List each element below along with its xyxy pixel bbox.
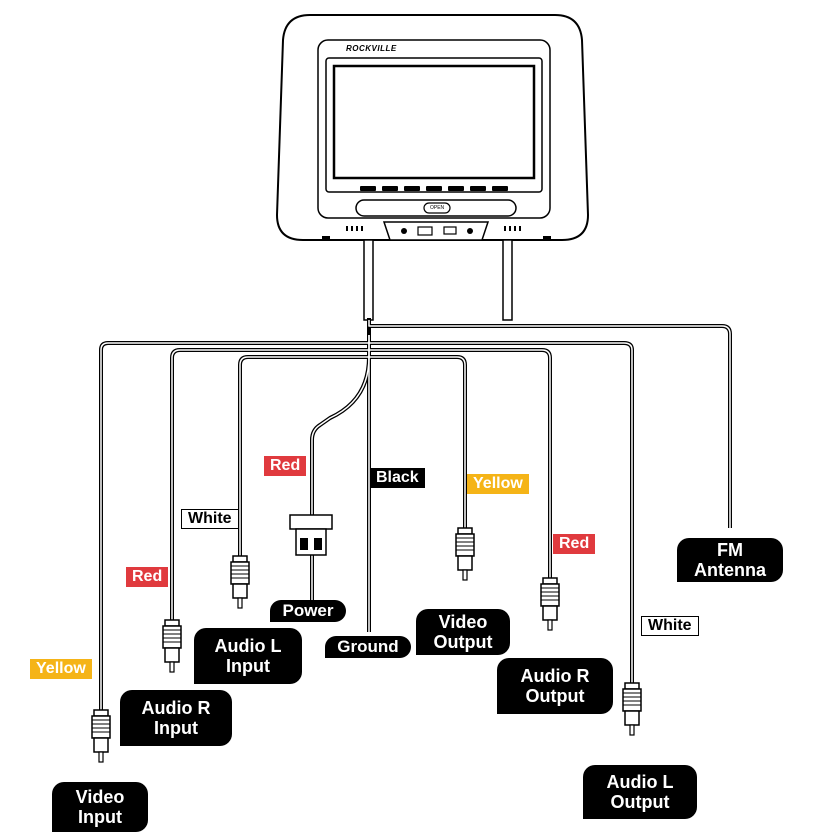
rca-plug-video-input xyxy=(91,709,111,763)
label-audio-l-output: Audio L Output xyxy=(583,765,697,819)
label-audio-l-input: Audio L Input xyxy=(194,628,302,684)
wire-color-yellow-video-output: Yellow xyxy=(467,474,529,494)
rca-plug-audio-r-output xyxy=(540,577,560,631)
headrest xyxy=(275,14,590,321)
label-power: Power xyxy=(270,600,346,622)
rca-plug-audio-l-output xyxy=(622,682,642,736)
label-video-output: Video Output xyxy=(416,609,510,655)
cable-bundle xyxy=(99,318,732,710)
wire-color-red-audio-r-input: Red xyxy=(126,567,169,587)
label-video-input: Video Input xyxy=(52,782,148,832)
wire-color-red-power: Red xyxy=(264,456,307,476)
label-fm-antenna: FM Antenna xyxy=(677,538,783,582)
label-ground: Ground xyxy=(325,636,411,658)
wire-color-black-ground: Black xyxy=(370,468,425,488)
wire-color-yellow-video-input: Yellow xyxy=(30,659,92,679)
rca-plug-audio-l-input xyxy=(230,555,250,609)
label-audio-r-output: Audio R Output xyxy=(497,658,613,714)
wire-color-white-audio-l-input: White xyxy=(181,509,239,529)
wire-color-white-audio-l-output: White xyxy=(641,616,699,636)
rca-plug-audio-r-input xyxy=(162,619,182,673)
rca-plug-video-output xyxy=(455,527,475,581)
wire-color-red-audio-r-output: Red xyxy=(553,534,596,554)
power-connector xyxy=(289,514,333,556)
open-button-label: OPEN xyxy=(430,205,445,211)
brand-logo: ROCKVILLE xyxy=(346,44,397,53)
label-audio-r-input: Audio R Input xyxy=(120,690,232,746)
